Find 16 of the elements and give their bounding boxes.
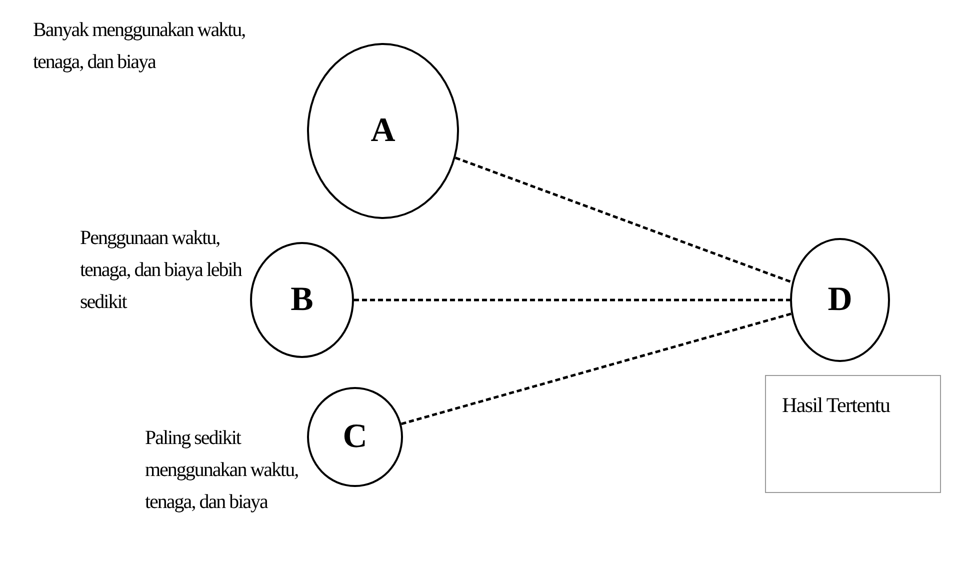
node-letter: A xyxy=(370,112,396,150)
node-letter: C xyxy=(342,418,368,456)
ellipse-node xyxy=(790,238,890,362)
node-letter: D xyxy=(828,281,852,319)
node-caption: Penggunaan waktu, tenaga, dan biaya lebih sedikit xyxy=(80,226,243,315)
dashed-connector xyxy=(400,312,792,426)
result-text: Hasil Tertentu xyxy=(782,392,890,419)
result-box xyxy=(765,375,941,493)
node-caption: Paling sedikit menggunakan waktu, tenaga, dan biaya xyxy=(145,426,300,515)
node-letter: B xyxy=(290,281,314,319)
ellipse-node xyxy=(250,242,354,358)
dashed-connector xyxy=(454,156,793,284)
ellipse-node xyxy=(307,43,459,219)
node-caption: Banyak menggunakan waktu, tenaga, dan biaya xyxy=(33,18,246,75)
dashed-connector xyxy=(354,298,790,302)
ellipse-node xyxy=(307,387,403,487)
